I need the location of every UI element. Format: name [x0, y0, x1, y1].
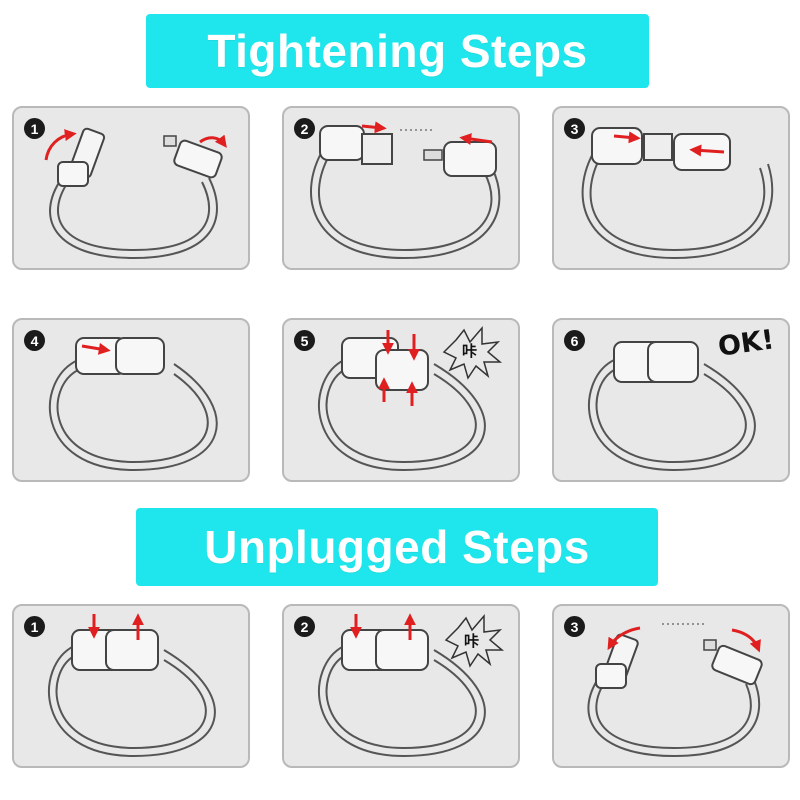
unplug-step-1-illustration: [48, 613, 216, 758]
step-number-badge: 2: [294, 118, 315, 139]
unplugged-step-3-panel: 3: [552, 604, 790, 768]
click-sound-label: 咔: [464, 633, 480, 650]
unplugged-step-1-panel: 1: [12, 604, 250, 768]
tightening-step-3-panel: 3: [552, 106, 790, 270]
step-1-illustration: [44, 127, 227, 260]
step-number-badge: 4: [24, 330, 45, 351]
step-number-badge: 5: [294, 330, 315, 351]
tightening-step-5-panel: 5 咔: [282, 318, 520, 482]
step-number-badge: 2: [294, 616, 315, 637]
step-number-badge: 3: [564, 118, 585, 139]
step-6-illustration: [588, 341, 756, 472]
step-4-illustration: [49, 337, 218, 472]
unplugged-steps-title: Unplugged Steps: [136, 508, 658, 586]
step-number-badge: 6: [564, 330, 585, 351]
tightening-steps-title: Tightening Steps: [146, 14, 649, 88]
unplug-step-2-illustration: [318, 613, 505, 758]
step-3-illustration: [581, 127, 774, 260]
step-number-badge: 1: [24, 616, 45, 637]
tightening-step-1-panel: 1: [12, 106, 250, 270]
tightening-step-4-panel: 4: [12, 318, 250, 482]
step-number-badge: 1: [24, 118, 45, 139]
unplugged-step-2-panel: 2 咔: [282, 604, 520, 768]
step-number-badge: 3: [564, 616, 585, 637]
tightening-step-2-panel: 2: [282, 106, 520, 270]
step-2-illustration: [310, 121, 501, 260]
unplug-step-3-illustration: [587, 623, 763, 758]
tightening-step-6-panel: 6 OK!: [552, 318, 790, 482]
click-sound-label: 咔: [462, 343, 478, 360]
step-5-illustration: [318, 325, 503, 472]
